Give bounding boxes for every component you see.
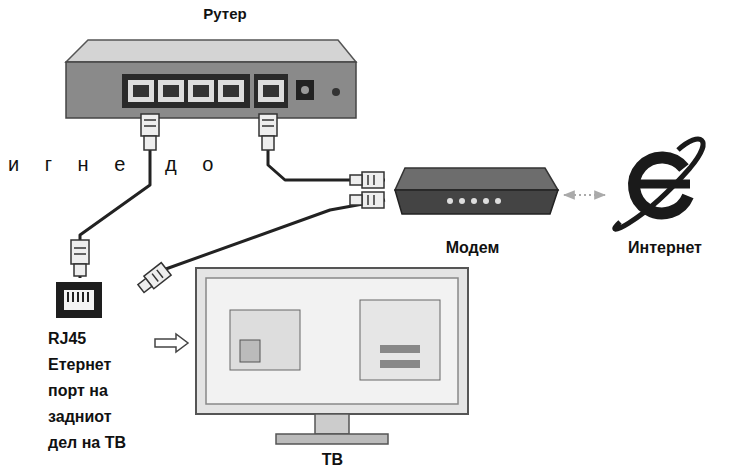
node-label: Интернет <box>628 238 702 258</box>
cable-plug <box>350 172 384 208</box>
rj45-port <box>56 282 102 318</box>
cable-plug <box>141 114 277 150</box>
internet-icon <box>615 139 703 229</box>
tv-node: ТВ <box>190 262 475 472</box>
cable-plug <box>71 240 171 295</box>
tv-illustration <box>196 268 468 444</box>
modem-node: Модем <box>385 160 560 260</box>
node-label: Модем <box>446 238 500 258</box>
internet-node: Интернет <box>605 145 725 260</box>
link-arrow <box>564 194 605 196</box>
stray-label: д о <box>165 152 223 176</box>
router-node: Рутер <box>60 4 360 122</box>
node-label: ТВ <box>322 450 343 470</box>
stray-label: и г н е <box>8 152 135 176</box>
node-label: RJ45 Етернет порт на задниот дел на ТВ <box>48 326 143 456</box>
network-cable <box>80 122 150 278</box>
port-node: RJ45 Етернет порт на задниот дел на ТВ <box>48 278 151 473</box>
node-label: Рутер <box>203 4 246 24</box>
modem-illustration <box>395 168 558 214</box>
pointer-arrow <box>155 334 188 352</box>
router-illustration <box>66 40 356 118</box>
